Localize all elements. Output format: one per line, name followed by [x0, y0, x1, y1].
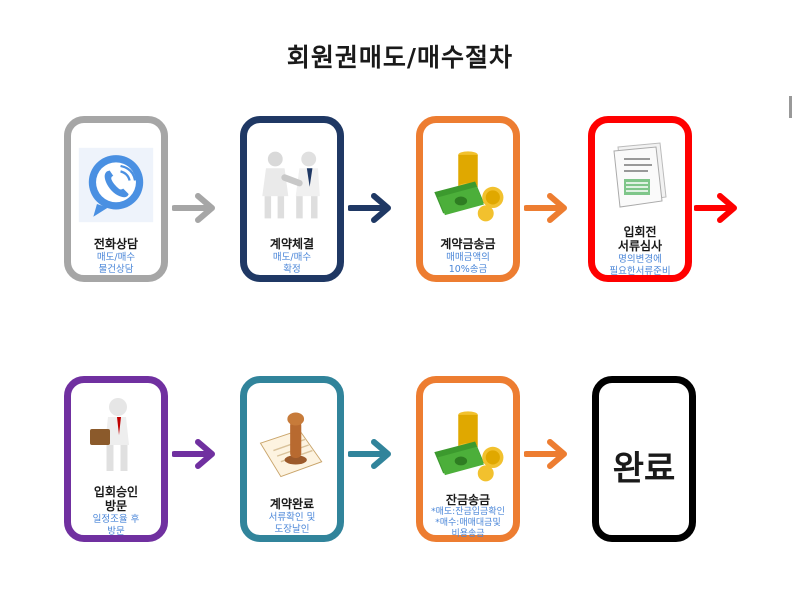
- stamp-icon: [253, 397, 331, 493]
- visitor-icon: [77, 393, 155, 477]
- step-description: 매도/매수 물건상담: [96, 252, 136, 275]
- arrow-right-icon: [524, 439, 567, 469]
- done-label: 완료: [612, 449, 676, 489]
- step-card-balance-transfer: 잔금송금 *매도:잔금입금확인 *매수:매매대금및 비용송금: [416, 376, 520, 542]
- page-title: 회원권매도/매수절차: [286, 43, 514, 72]
- edge-bracket: [789, 96, 800, 118]
- handshake-icon: [253, 137, 331, 233]
- phone-icon: [77, 137, 155, 233]
- money-icon: [429, 137, 507, 233]
- step-card-phone-consult: 전화상담 매도/매수 물건상담: [64, 116, 168, 282]
- arrow-right-icon: [348, 439, 391, 469]
- arrow-right-icon: [524, 193, 567, 223]
- step-description: 명의변경에 필요한서류준비: [609, 254, 671, 277]
- step-card-contract-complete: 계약완료 서류확인 및 도장날인: [240, 376, 344, 542]
- step-description: *매도:잔금입금확인 *매수:매매대금및 비용송금: [431, 507, 505, 539]
- documents-icon: [601, 135, 679, 215]
- step-card-document-review: 입회전 서류심사 명의변경에 필요한서류준비: [588, 116, 692, 282]
- arrow-right-icon: [348, 193, 391, 223]
- step-label: 계약금송금: [440, 237, 496, 251]
- arrow-right-icon: [694, 193, 737, 223]
- step-description: 매매금액의 10%송금: [446, 252, 490, 275]
- step-card-contract-signing: 계약체결 매도/매수 확정: [240, 116, 344, 282]
- step-card-deposit-transfer: 계약금송금 매매금액의 10%송금: [416, 116, 520, 282]
- step-description: 서류확인 및 도장날인: [268, 512, 316, 535]
- step-label: 계약체결: [269, 237, 315, 251]
- step-card-done: 완료: [592, 376, 696, 542]
- step-card-admission-visit: 입회승인 방문 일정조율 후 방문: [64, 376, 168, 542]
- money-icon: [429, 397, 507, 493]
- step-label: 계약완료: [269, 497, 315, 511]
- step-label: 입회승인 방문: [93, 485, 139, 513]
- step-description: 일정조율 후 방문: [92, 514, 140, 537]
- step-description: 매도/매수 확정: [272, 252, 312, 275]
- arrow-right-icon: [172, 439, 215, 469]
- step-label: 입회전 서류심사: [617, 225, 663, 253]
- step-label: 잔금송금: [445, 493, 491, 507]
- step-label: 전화상담: [93, 237, 139, 251]
- arrow-right-icon: [172, 193, 215, 223]
